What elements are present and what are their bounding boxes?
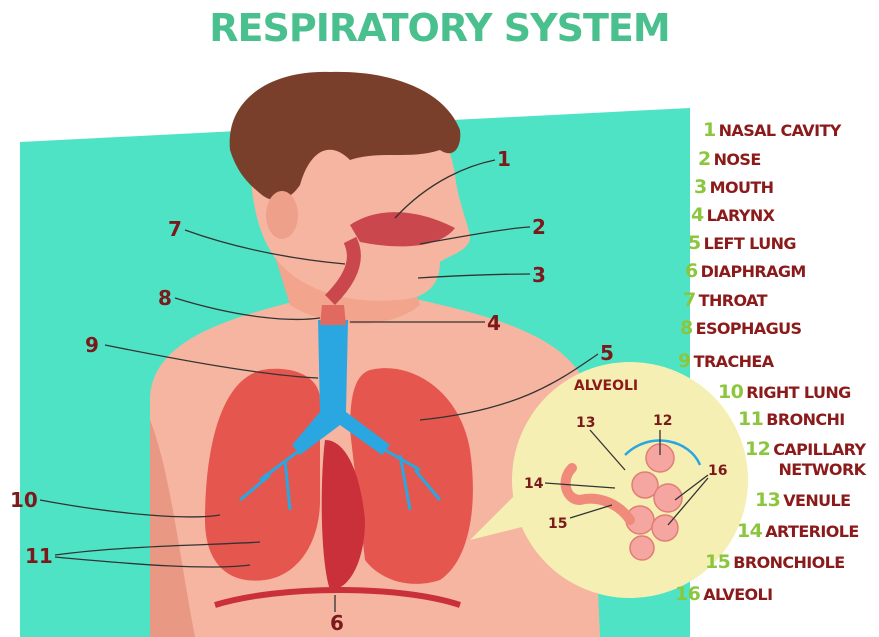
callout-10: 10 bbox=[10, 488, 38, 512]
callout-12: 12 bbox=[653, 413, 672, 429]
callout-1: 1 bbox=[497, 147, 511, 171]
callout-13: 13 bbox=[576, 415, 595, 431]
callout-8: 8 bbox=[158, 286, 172, 310]
callout-5: 5 bbox=[600, 341, 614, 365]
alveoli-inset bbox=[512, 362, 748, 598]
callout-2: 2 bbox=[532, 215, 546, 239]
callout-14: 14 bbox=[524, 476, 544, 492]
callout-16: 16 bbox=[708, 463, 727, 479]
callout-3: 3 bbox=[532, 263, 546, 287]
callout-6: 6 bbox=[330, 611, 344, 635]
callout-7: 7 bbox=[168, 217, 182, 241]
callout-9: 9 bbox=[85, 333, 99, 357]
larynx bbox=[320, 305, 346, 325]
ear bbox=[266, 191, 298, 239]
inset-label: ALVEOLI bbox=[574, 378, 638, 394]
callout-4: 4 bbox=[487, 311, 501, 335]
callout-15: 15 bbox=[548, 516, 567, 532]
callout-11: 11 bbox=[25, 544, 53, 568]
